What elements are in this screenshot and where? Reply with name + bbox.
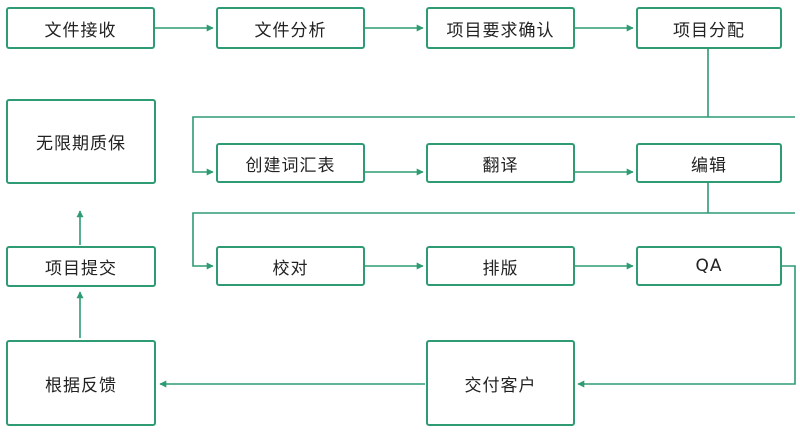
step-project-submit: 项目提交	[6, 246, 156, 287]
step-proofread: 校对	[216, 246, 365, 286]
step-feedback: 根据反馈	[6, 340, 156, 426]
arrow-assign-to-glossary	[192, 49, 795, 176]
step-file-analysis: 文件分析	[216, 7, 365, 49]
step-file-receive: 文件接收	[6, 7, 155, 49]
step-typeset: 排版	[426, 246, 575, 286]
step-project-assign: 项目分配	[636, 7, 782, 49]
step-edit: 编辑	[636, 143, 782, 183]
step-translate: 翻译	[426, 143, 575, 183]
step-unlimited-warranty: 无限期质保	[6, 99, 156, 184]
arrow-edit-to-proofread	[192, 183, 795, 270]
step-create-glossary: 创建词汇表	[216, 143, 365, 183]
step-qa: QA	[636, 246, 782, 286]
step-requirement-confirm: 项目要求确认	[426, 7, 575, 49]
arrow-qa-to-deliver	[577, 265, 796, 388]
step-deliver-client: 交付客户	[426, 340, 575, 426]
